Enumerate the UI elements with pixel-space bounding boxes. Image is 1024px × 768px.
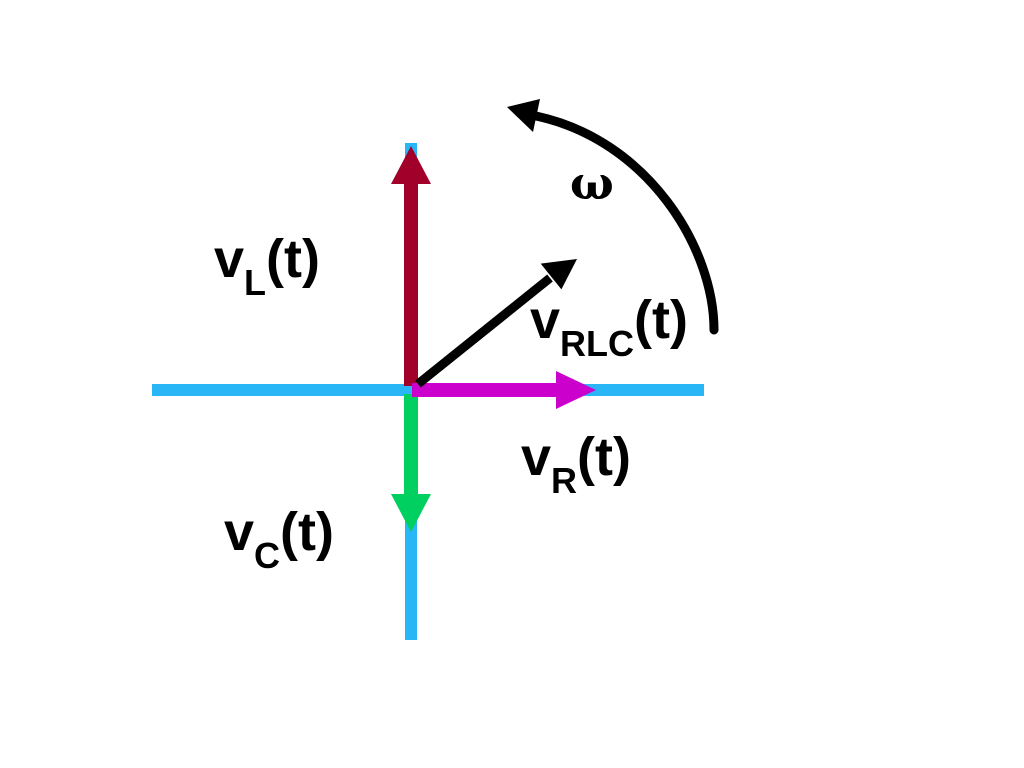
label-vc-sub: C [254,535,281,576]
resistor-phasor-arrow [412,371,596,409]
label-vl-sub: L [244,262,267,303]
rotation-arrow [507,99,719,335]
label-vrlc-sub: RLC [560,323,635,364]
label-vl-main: v [214,229,245,289]
label-vl: vL(t) [214,229,320,301]
label-vrlc-main: v [530,290,561,350]
capacitor-phasor-arrow [391,394,431,532]
label-vc-tail: (t) [280,502,334,562]
label-vr-sub: R [551,460,578,501]
label-vrlc: vRLC(t) [530,290,688,362]
label-vl-tail: (t) [266,229,320,289]
inductor-phasor-arrow [391,146,431,386]
label-vc: vC(t) [224,502,334,574]
label-vr-main: v [521,427,552,487]
label-vrlc-tail: (t) [634,290,688,350]
label-vr: vR(t) [521,427,631,499]
label-vc-main: v [224,502,255,562]
label-vr-tail: (t) [577,427,631,487]
label-omega: ω [570,156,614,210]
total-phasor-arrow [415,259,577,388]
